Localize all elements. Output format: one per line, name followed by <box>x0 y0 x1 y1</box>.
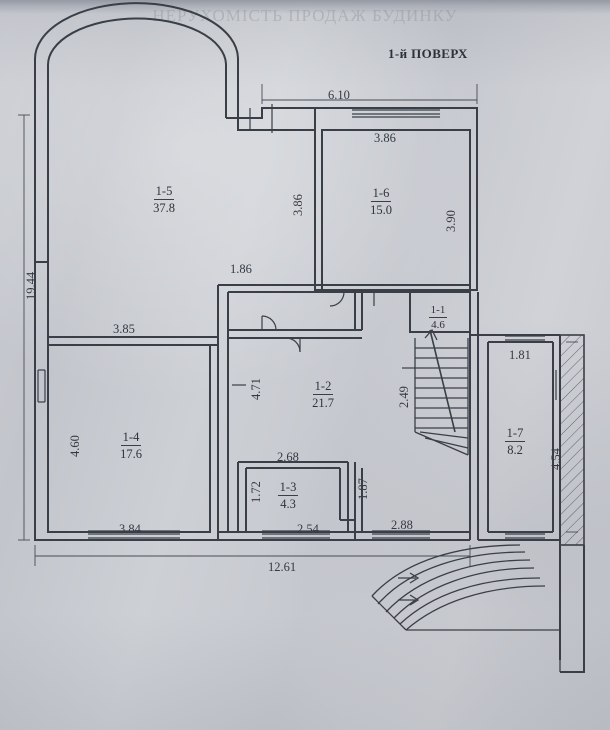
staircase <box>414 328 469 456</box>
room-number: 1-7 <box>504 426 526 442</box>
room-area: 4.3 <box>280 497 296 511</box>
room-label-1-6: 1-6 15.0 <box>363 184 399 218</box>
dimension-4.71: 4.71 <box>249 378 263 400</box>
window-openings <box>37 104 557 539</box>
door-swings <box>232 291 416 386</box>
dimension-2.49: 2.49 <box>397 386 411 408</box>
room-label-1-1: 1-1 4.6 <box>424 300 452 331</box>
room-label-1-5: 1-5 37.8 <box>146 182 182 216</box>
dimension-3.84: 3.84 <box>119 522 141 536</box>
dimension-1.87: 1.87 <box>356 478 370 500</box>
room-number: 1-6 <box>370 186 392 202</box>
room-label-1-7: 1-7 8.2 <box>498 424 532 457</box>
room-label-1-4: 1-4 17.6 <box>113 428 149 462</box>
room-number: 1-5 <box>153 184 175 200</box>
adjacent-wall-hatching <box>559 334 585 673</box>
dimension-lines <box>18 84 578 566</box>
room-label-1-2: 1-2 21.7 <box>305 377 341 411</box>
room-label-1-3: 1-3 4.3 <box>272 478 304 511</box>
plan-title: 1-й ПОВЕРХ <box>388 46 468 61</box>
room-area: 17.6 <box>120 447 142 461</box>
dimension-3.86-top: 3.86 <box>374 131 396 145</box>
dimension-3.86-mid: 3.86 <box>291 194 305 216</box>
room-number: 1-2 <box>312 379 334 395</box>
dimension-6.10: 6.10 <box>328 88 350 102</box>
dimension-2.88: 2.88 <box>391 518 413 532</box>
dimension-19.44: 19.44 <box>24 271 38 300</box>
room-area: 21.7 <box>312 396 334 410</box>
dimension-1.72: 1.72 <box>249 481 263 503</box>
wall-outlines <box>33 2 561 545</box>
room-area: 15.0 <box>370 203 392 217</box>
exterior-steps <box>371 544 561 672</box>
room-area: 4.6 <box>431 319 445 331</box>
dimension-1.81: 1.81 <box>509 348 531 362</box>
dimension-3.85: 3.85 <box>113 322 135 336</box>
dimension-2.54: 2.54 <box>297 522 319 536</box>
room-number: 1-1 <box>428 304 448 318</box>
dimension-3.90: 3.90 <box>444 210 458 232</box>
dimension-4.60: 4.60 <box>68 435 82 457</box>
room-area: 8.2 <box>507 443 523 457</box>
room-number: 1-4 <box>120 430 142 446</box>
dimension-12.61: 12.61 <box>268 560 297 574</box>
room-area: 37.8 <box>153 201 175 215</box>
dimension-1.86: 1.86 <box>230 262 252 276</box>
dimension-4.54: 4.54 <box>549 448 563 470</box>
dimension-2.68: 2.68 <box>277 450 299 464</box>
room-number: 1-3 <box>277 480 299 496</box>
